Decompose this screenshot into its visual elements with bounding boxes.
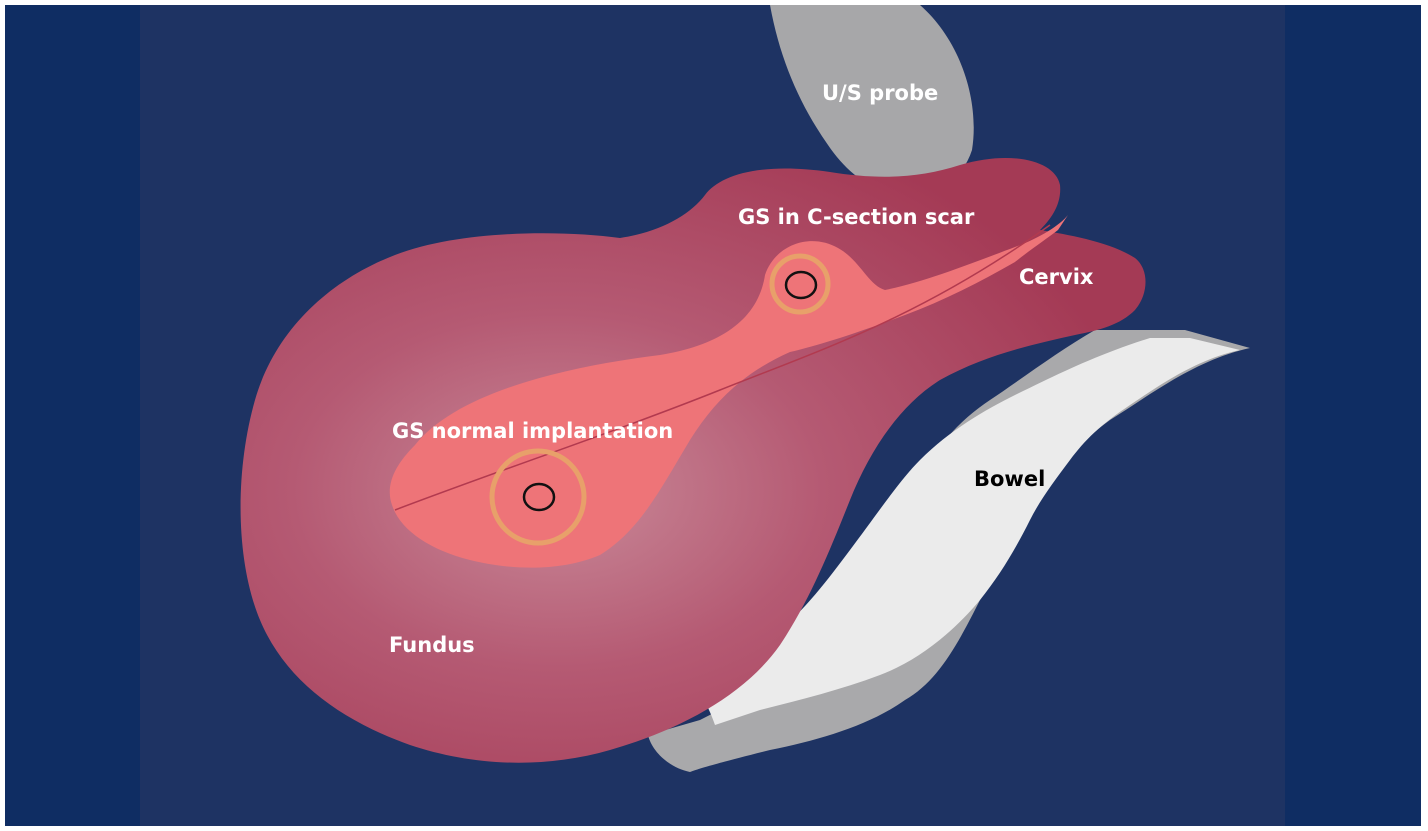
label-fundus: Fundus (389, 633, 475, 657)
label-cervix: Cervix (1019, 265, 1094, 289)
label-us-probe: U/S probe (822, 81, 938, 105)
label-gs-scar: GS in C-section scar (738, 205, 975, 229)
label-gs-normal: GS normal implantation (392, 419, 673, 443)
label-bowel: Bowel (974, 467, 1045, 491)
